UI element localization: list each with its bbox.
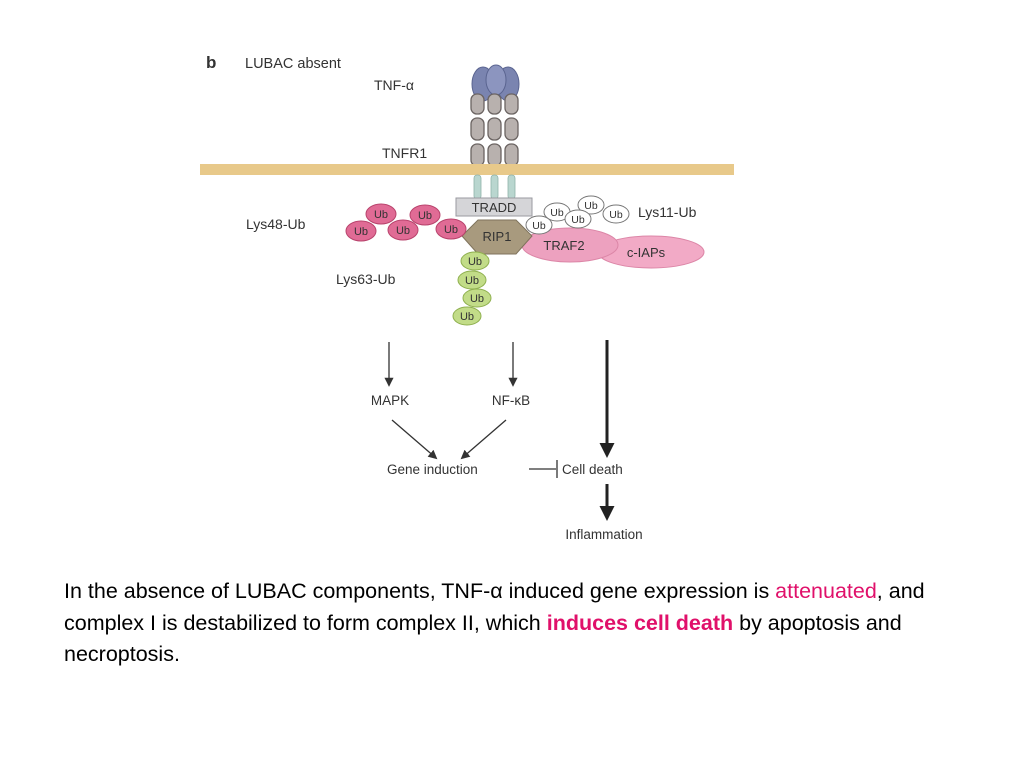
lys48-ub-label: Ub — [444, 224, 458, 236]
caption-attenuated: attenuated — [775, 579, 877, 603]
lys48-ub-label: Ub — [418, 210, 432, 222]
lys11-ub-label: Ub — [609, 209, 623, 221]
lys48-ub-chain — [345, 203, 467, 242]
caption-part-2: , and complex I is destabilized to form … — [64, 579, 925, 635]
mapk-label: MAPK — [371, 393, 409, 408]
lys63-ub-chain — [452, 251, 492, 326]
caption-part-1: In the absence of LUBAC components, TNF-… — [64, 579, 776, 603]
lys11-ub-label: Ub — [550, 207, 564, 219]
c-iaps-label: c-IAPs — [627, 245, 666, 260]
tnfr1-receptor — [470, 93, 519, 167]
panel-letter: b — [206, 53, 216, 72]
inhibition-symbol — [529, 460, 558, 478]
arrow-nfkb-to-gene — [460, 419, 507, 460]
lys48-ub-label: Ub — [354, 226, 368, 238]
tradd-box — [455, 197, 533, 217]
cell-membrane — [200, 164, 734, 175]
lys11-ub-label: Ub — [532, 220, 546, 232]
lys63-ub-label: Ub — [465, 275, 479, 287]
lys11-ub-chain — [525, 195, 630, 235]
transmembrane-segments — [473, 174, 516, 200]
lys48-ub-label: Ub — [396, 225, 410, 237]
traf2-label: TRAF2 — [543, 238, 584, 253]
nfkb-label: NF-κB — [492, 393, 530, 408]
lys48-ub-label: Ub — [374, 209, 388, 221]
tnfr1-label: TNFR1 — [382, 145, 427, 161]
tnf-alpha-label: TNF-α — [374, 77, 414, 93]
panel-title: LUBAC absent — [245, 56, 341, 72]
lys63-ub-label: Ub — [468, 256, 482, 268]
caption: In the absence of LUBAC components, TNF-… — [64, 576, 984, 671]
gene-induction-label: Gene induction — [387, 462, 478, 477]
rip1-label: RIP1 — [483, 229, 512, 244]
lys63-label: Lys63-Ub — [336, 271, 396, 287]
lys11-ub-label: Ub — [584, 200, 598, 212]
lys63-ub-label: Ub — [470, 293, 484, 305]
lys63-ub-label: Ub — [460, 311, 474, 323]
cell-death-label: Cell death — [562, 462, 623, 477]
lys48-label: Lys48-Ub — [246, 216, 306, 232]
lys11-ub-label: Ub — [571, 214, 585, 226]
tnf-signaling-diagram: b LUBAC absent TNF-α TNFR1 TRADD TRAF2 c… — [200, 53, 734, 542]
ligand-subunit — [485, 64, 507, 96]
tnf-alpha-ligand — [471, 64, 520, 102]
caption-induces-cell-death: induces cell death — [546, 610, 734, 635]
caption-part-3: by apoptosis and necroptosis. — [64, 610, 902, 667]
lys11-label: Lys11-Ub — [638, 204, 697, 220]
tradd-label: TRADD — [472, 200, 517, 215]
inflammation-label: Inflammation — [565, 527, 642, 542]
arrow-mapk-to-gene — [391, 419, 438, 460]
